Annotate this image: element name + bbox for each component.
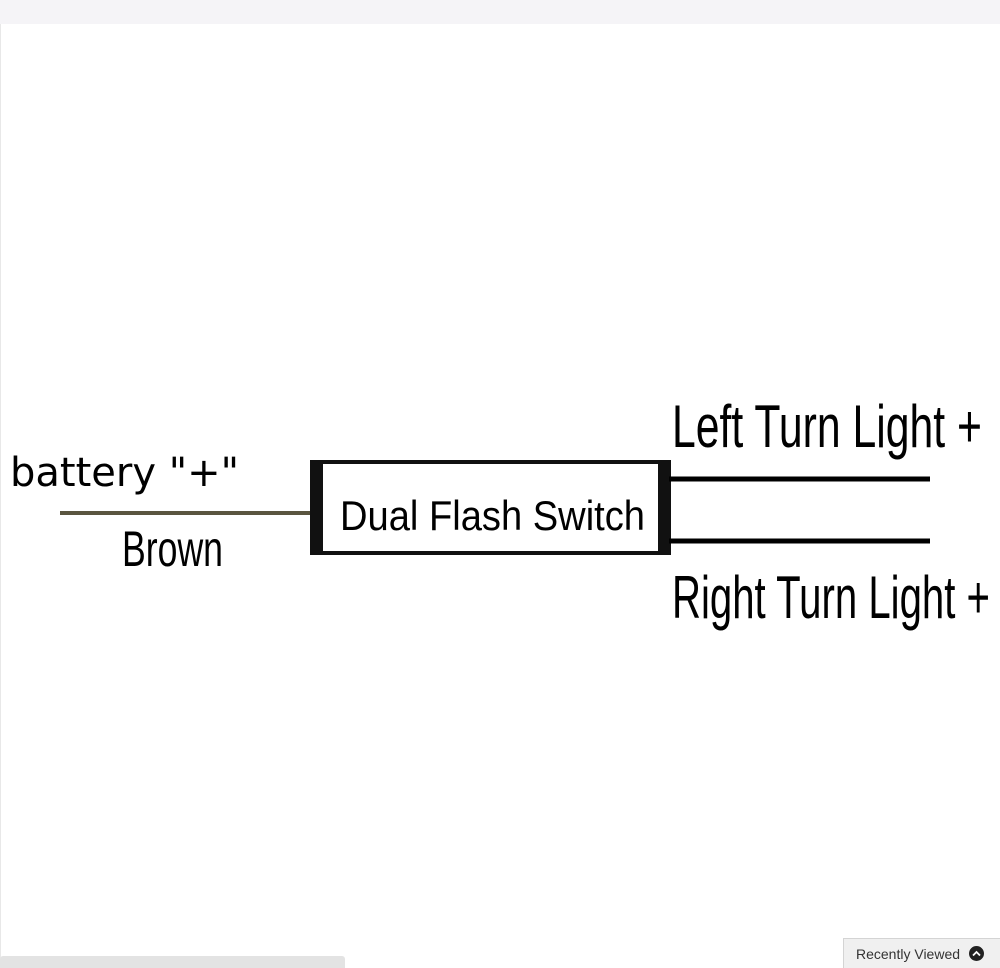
- right-turn-light-label: Right Turn Light +: [672, 564, 990, 631]
- horizontal-scrollbar[interactable]: [0, 956, 345, 968]
- wire-color-label: Brown: [122, 521, 223, 577]
- chevron-up-icon[interactable]: [969, 946, 985, 961]
- switch-right-terminal-bar: [658, 460, 671, 555]
- battery-label: battery "+": [10, 450, 239, 496]
- chevron-up-glyph: [972, 950, 981, 957]
- switch-box: [310, 460, 671, 555]
- switch-label: Dual Flash Switch: [340, 492, 645, 539]
- top-strip: [0, 0, 1000, 24]
- recently-viewed-label: Recently Viewed: [856, 945, 961, 962]
- left-turn-light-label: Left Turn Light +: [672, 393, 982, 460]
- switch-terminal-bar: [310, 460, 323, 555]
- recently-viewed-tab[interactable]: Recently Viewed: [843, 938, 1000, 968]
